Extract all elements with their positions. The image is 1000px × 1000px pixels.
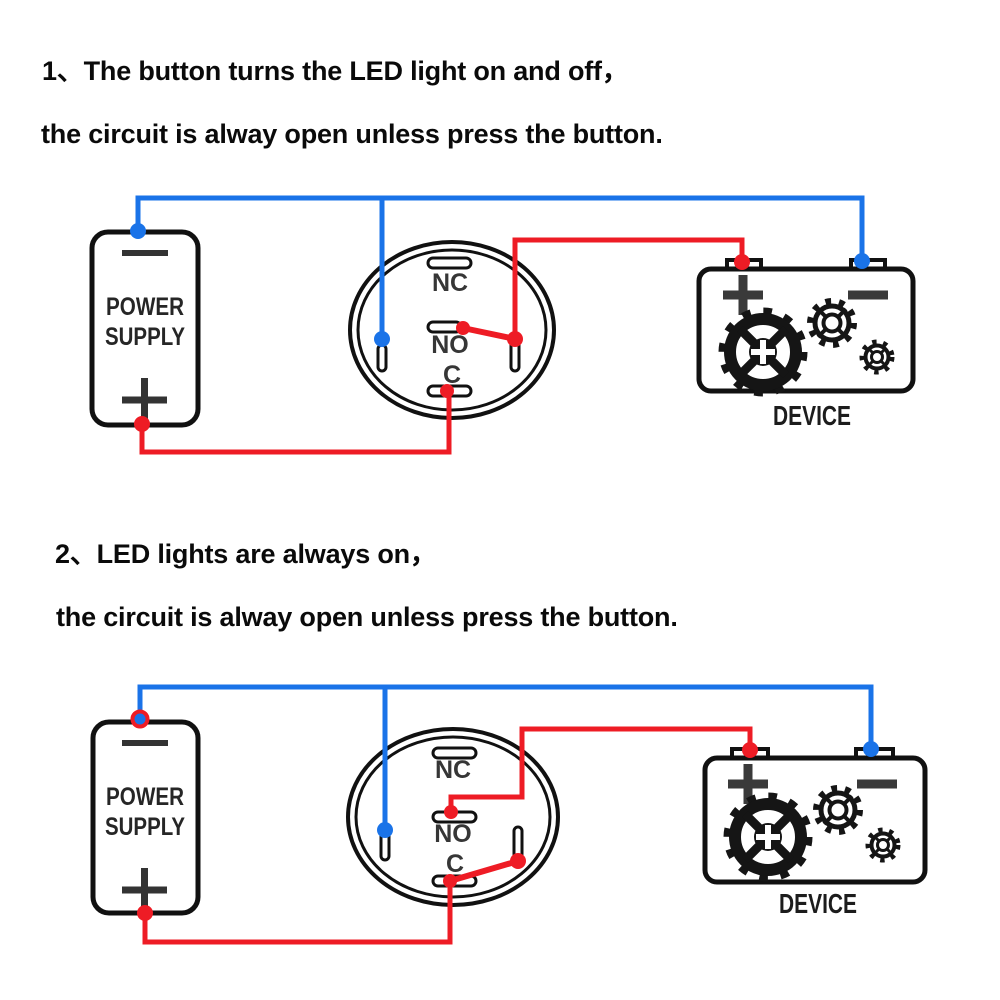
- terminal-slot-nc: [431, 746, 478, 760]
- section1-heading-line2: the circuit is alway open unless press t…: [41, 119, 663, 149]
- junction-dot: [377, 822, 393, 838]
- power-supply-label-line2: SUPPLY: [105, 323, 185, 351]
- junction-dot: [134, 416, 150, 432]
- button-outer-ring: [346, 727, 560, 907]
- red-wire-no-to-pin: [462, 325, 516, 342]
- terminal-label-nc: NC: [432, 269, 468, 297]
- junction-dot: [130, 223, 146, 239]
- plus-symbol: [122, 868, 167, 911]
- device-label: DEVICE: [773, 400, 851, 431]
- power-supply-label-line2: SUPPLY: [105, 813, 185, 841]
- diagram-1: POWER SUPPLY: [89, 195, 916, 455]
- junction-dot: [734, 254, 750, 270]
- terminal-pin-left: [376, 343, 388, 373]
- junction-dot: [440, 384, 454, 398]
- terminal-label-no: NO: [431, 331, 469, 359]
- red-wire-no-to-device: [448, 726, 753, 812]
- button-outer-ring: [348, 240, 556, 420]
- junction-dot: [742, 742, 758, 758]
- section1-heading-line1: 1、The button turns the LED light on and …: [42, 56, 629, 86]
- terminal-label-no: NO: [434, 820, 472, 848]
- plus-symbol: [723, 275, 763, 315]
- power-supply-label-line1: POWER: [106, 293, 184, 321]
- terminal-slot-nc: [426, 256, 473, 270]
- button-inner-ring: [356, 248, 548, 412]
- junction-dot: [374, 331, 390, 347]
- device-label: DEVICE: [779, 888, 857, 919]
- red-wire-positive-to-c: [139, 391, 452, 455]
- terminal-label-nc: NC: [435, 756, 471, 784]
- section2-heading-line2: the circuit is alway open unless press t…: [56, 602, 678, 632]
- power-supply-label-line1: POWER: [106, 783, 184, 811]
- plus-symbol: [122, 378, 167, 422]
- junction-dot: [507, 331, 523, 347]
- junction-dot: [444, 805, 458, 819]
- terminal-label-c: C: [446, 850, 464, 878]
- junction-dot: [854, 253, 870, 269]
- junction-dot: [443, 874, 457, 888]
- red-wire-pin-to-device: [512, 237, 745, 339]
- red-wire-c-to-positive: [142, 881, 453, 945]
- red-wire-c-to-pin: [449, 858, 519, 884]
- button-inner-ring: [354, 735, 552, 899]
- terminal-label-c: C: [443, 361, 461, 389]
- blue-wire-negative: [135, 195, 865, 261]
- junction-dot: [137, 905, 153, 921]
- junction-dot: [510, 853, 526, 869]
- section2-heading-line1: 2、LED lights are always on，: [55, 539, 437, 569]
- blue-wire-negative: [137, 684, 874, 749]
- junction-dot: [863, 741, 879, 757]
- junction-dot: [456, 321, 470, 335]
- diagram-2: POWER SUPPLY: [90, 684, 928, 945]
- junction-dot: [130, 709, 150, 729]
